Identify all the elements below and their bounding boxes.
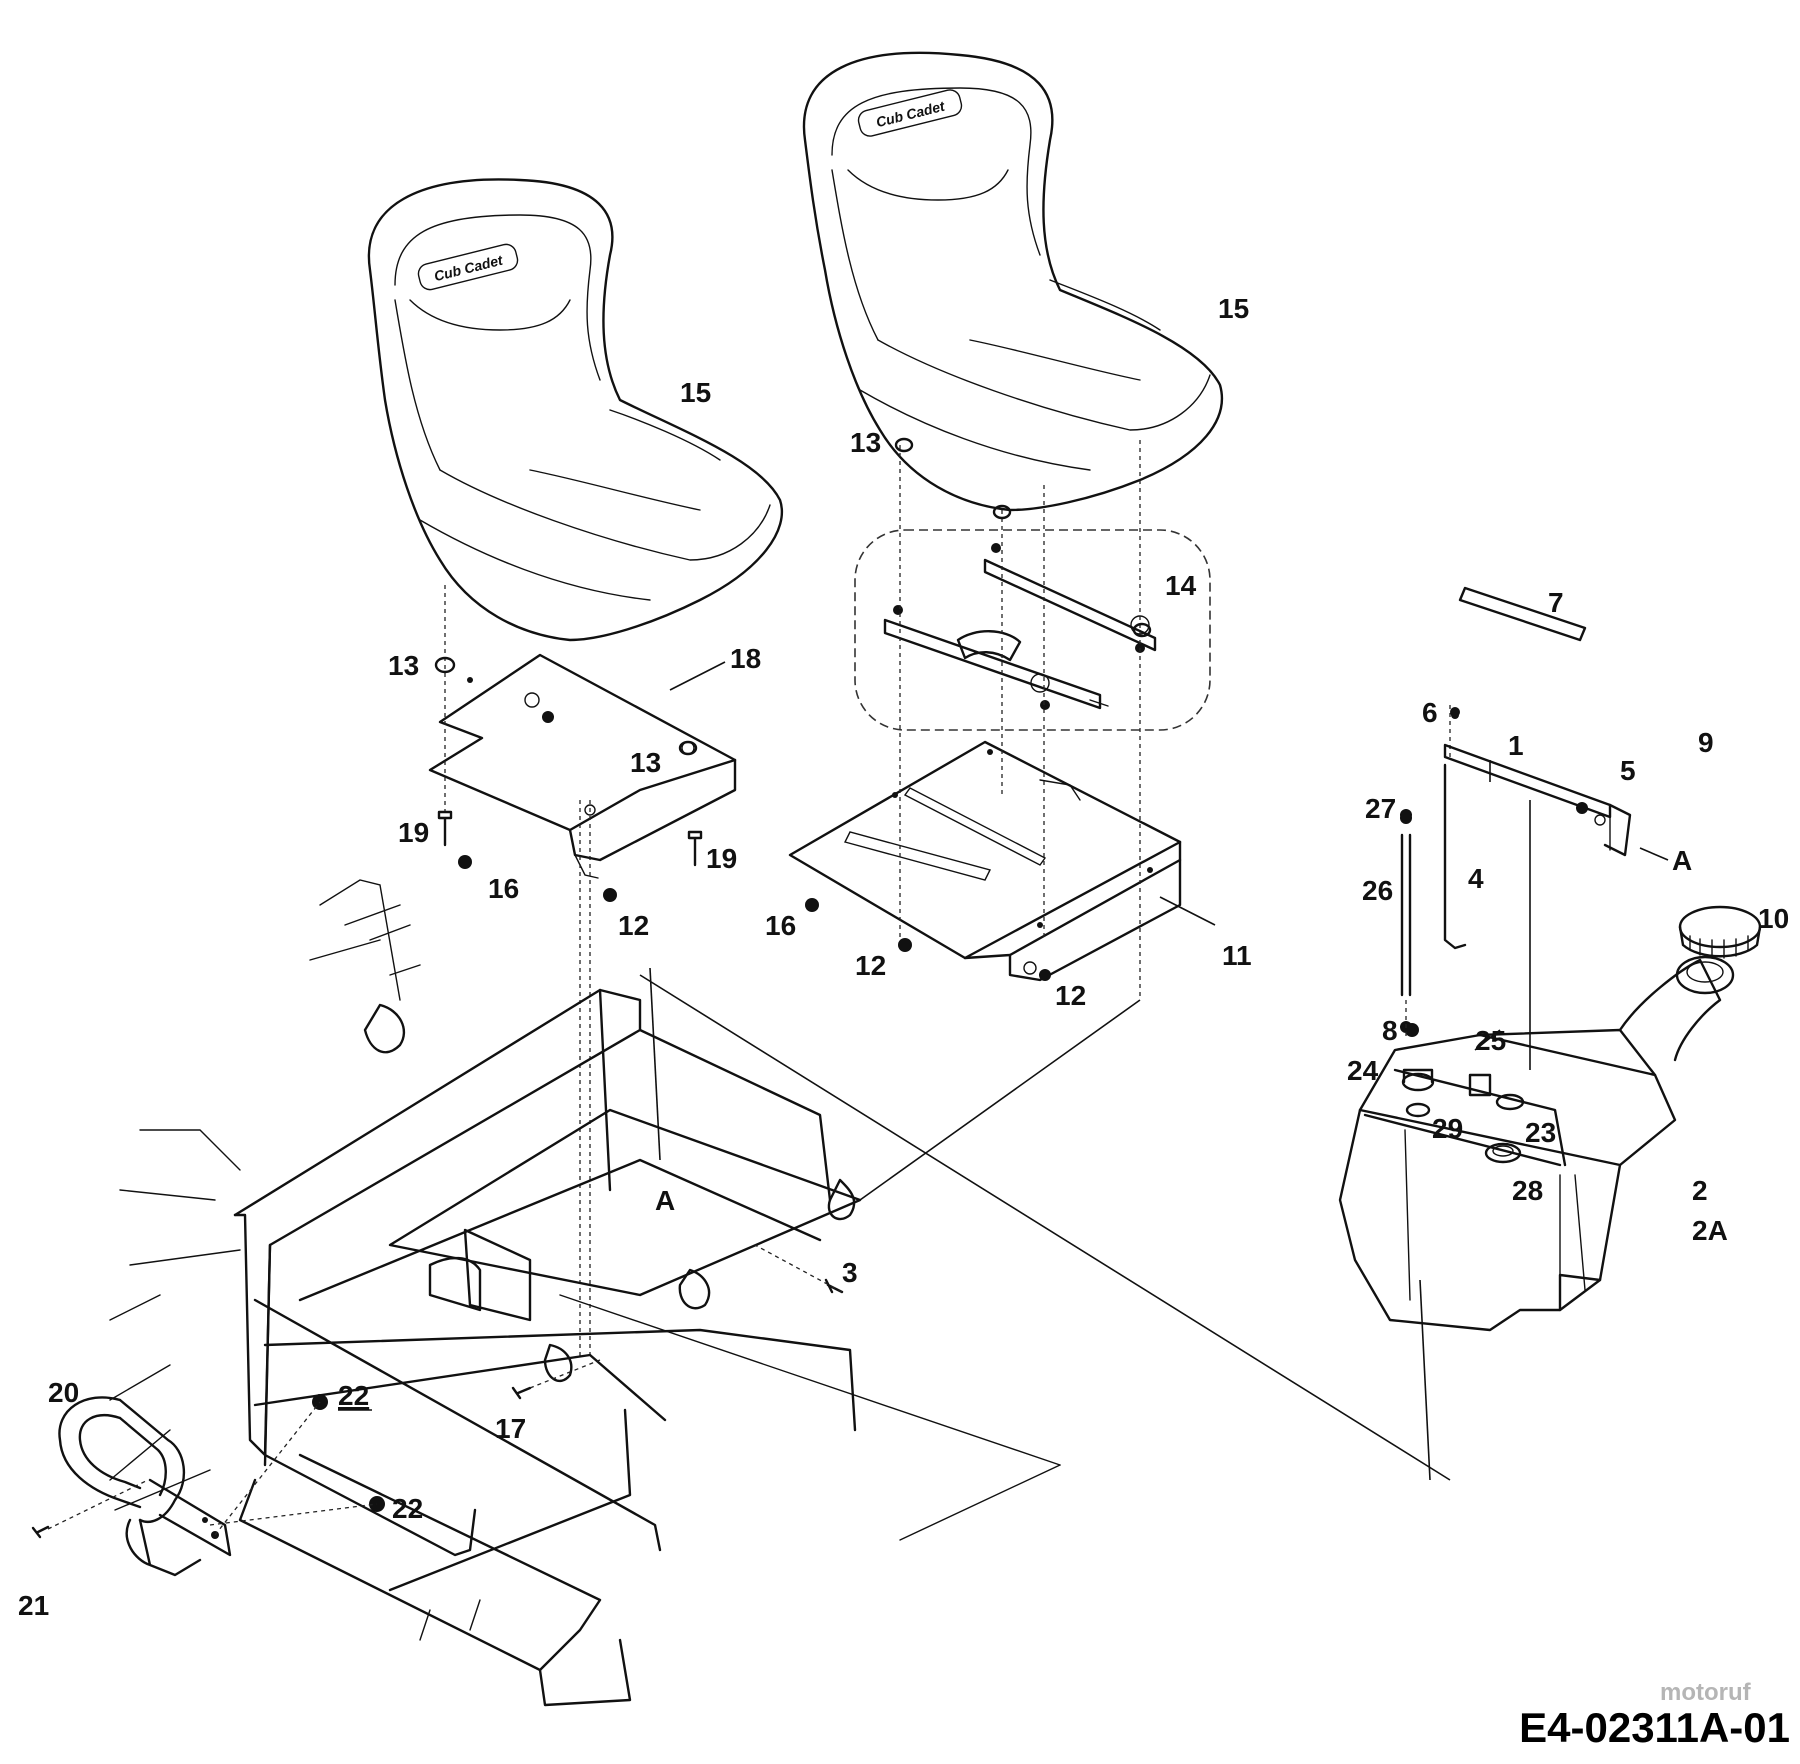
- callout-labels: 15 15 13 13 13 18 14 19 19 16 16 12 12 1…: [18, 293, 1789, 1621]
- callout-20: 20: [48, 1377, 79, 1408]
- callout-26: 26: [1362, 875, 1393, 906]
- callout-13-right-top: 13: [850, 427, 881, 458]
- callout-13-left: 13: [388, 650, 419, 681]
- callout-17: 17: [495, 1413, 526, 1444]
- callout-8: 8: [1382, 1015, 1398, 1046]
- callout-18: 18: [730, 643, 761, 674]
- seat-left-logo-text: Cub Cadet: [432, 251, 505, 284]
- seat-left: Cub Cadet: [367, 178, 784, 642]
- callout-A-left: A: [655, 1185, 675, 1216]
- callout-11: 11: [1222, 940, 1252, 971]
- callout-29: 29: [1432, 1113, 1463, 1144]
- callout-15-right: 15: [1218, 293, 1249, 324]
- callout-14: 14: [1165, 570, 1197, 601]
- callout-25: 25: [1475, 1025, 1506, 1056]
- callout-22-upper: 22: [338, 1380, 369, 1411]
- strap-7: [1458, 586, 1587, 642]
- callout-19-right: 19: [706, 843, 737, 874]
- callout-7: 7: [1548, 587, 1564, 618]
- callout-22-lower: 22: [392, 1493, 423, 1524]
- callout-10: 10: [1758, 903, 1789, 934]
- callout-21: 21: [18, 1590, 49, 1621]
- callout-19-left: 19: [398, 817, 429, 848]
- callout-A-right: A: [1672, 845, 1692, 876]
- callout-4: 4: [1468, 863, 1484, 894]
- tank-fittings: [1401, 1068, 1525, 1164]
- callout-1: 1: [1508, 730, 1524, 761]
- seat-left-logo: Cub Cadet: [417, 243, 519, 291]
- callout-16-right: 16: [765, 910, 796, 941]
- callout-9: 9: [1698, 727, 1714, 758]
- callout-6: 6: [1422, 697, 1438, 728]
- callout-27: 27: [1365, 793, 1396, 824]
- fuel-tank: [1338, 955, 1735, 1332]
- callout-12-left: 12: [618, 910, 649, 941]
- watermark: motoruf: [1660, 1679, 1752, 1706]
- assembly-lines-right: [639, 440, 1531, 1481]
- seat-slide-assembly: [854, 529, 1211, 731]
- callout-28: 28: [1512, 1175, 1543, 1206]
- callout-16-left: 16: [488, 873, 519, 904]
- seat-base-right: [788, 740, 1182, 982]
- seat-right-logo-text: Cub Cadet: [874, 97, 947, 130]
- document-number: E4-02311A-01: [1519, 1704, 1790, 1751]
- callout-2: 2: [1692, 1175, 1708, 1206]
- grab-bar: [58, 1396, 232, 1577]
- callout-12-right: 12: [1055, 980, 1086, 1011]
- callout-3: 3: [842, 1257, 858, 1288]
- callout-23: 23: [1525, 1117, 1556, 1148]
- callout-13-pan: 13: [630, 747, 661, 778]
- fuel-cap: [1678, 905, 1762, 959]
- callout-24: 24: [1347, 1055, 1379, 1086]
- callout-12-mid: 12: [855, 950, 886, 981]
- callout-15-left: 15: [680, 377, 711, 408]
- leader-lines: [669, 661, 1669, 1051]
- callout-5: 5: [1620, 755, 1636, 786]
- tractor-frame: [109, 879, 1061, 1707]
- callout-2A: 2A: [1692, 1215, 1728, 1246]
- slide-assembly-frame: [854, 529, 1211, 731]
- seat-pan-left: [428, 585, 737, 1360]
- hardware-parts: [31, 437, 1460, 1539]
- seat-right-logo: Cub Cadet: [857, 89, 963, 137]
- tank-hardware: [1400, 586, 1632, 1033]
